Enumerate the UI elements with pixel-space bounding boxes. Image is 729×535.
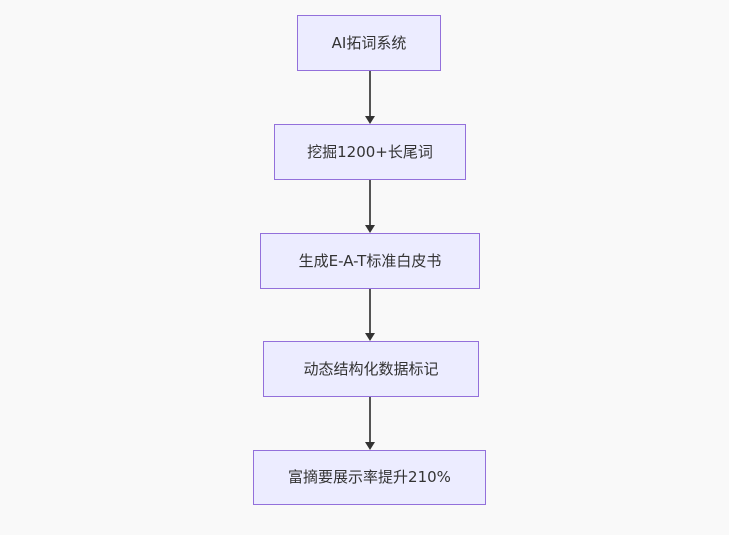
arrow-down-icon [365, 442, 375, 450]
flow-node-ai-keyword-system: AI拓词系统 [297, 15, 441, 71]
flow-edge-b-c [364, 180, 376, 233]
flow-node-rich-snippet-result: 富摘要展示率提升210% [253, 450, 486, 505]
flow-edge-a-b [364, 71, 376, 124]
flow-node-label: 挖掘1200+长尾词 [307, 142, 433, 161]
arrow-down-icon [365, 333, 375, 341]
edge-line [369, 289, 371, 334]
flow-edge-d-e [364, 397, 376, 450]
flow-edge-c-d [364, 289, 376, 341]
flow-node-label: 富摘要展示率提升210% [288, 468, 451, 486]
flow-node-label: 动态结构化数据标记 [303, 359, 439, 378]
flow-node-label: AI拓词系统 [331, 33, 407, 52]
flow-node-longtail-mining: 挖掘1200+长尾词 [274, 124, 466, 180]
arrow-down-icon [365, 116, 375, 124]
edge-line [369, 71, 371, 117]
edge-line [369, 397, 371, 443]
flow-node-structured-data-markup: 动态结构化数据标记 [263, 341, 479, 397]
flow-node-label: 生成E-A-T标准白皮书 [298, 251, 442, 270]
arrow-down-icon [365, 225, 375, 233]
edge-line [369, 180, 371, 226]
flow-node-eat-whitepaper: 生成E-A-T标准白皮书 [260, 233, 480, 289]
